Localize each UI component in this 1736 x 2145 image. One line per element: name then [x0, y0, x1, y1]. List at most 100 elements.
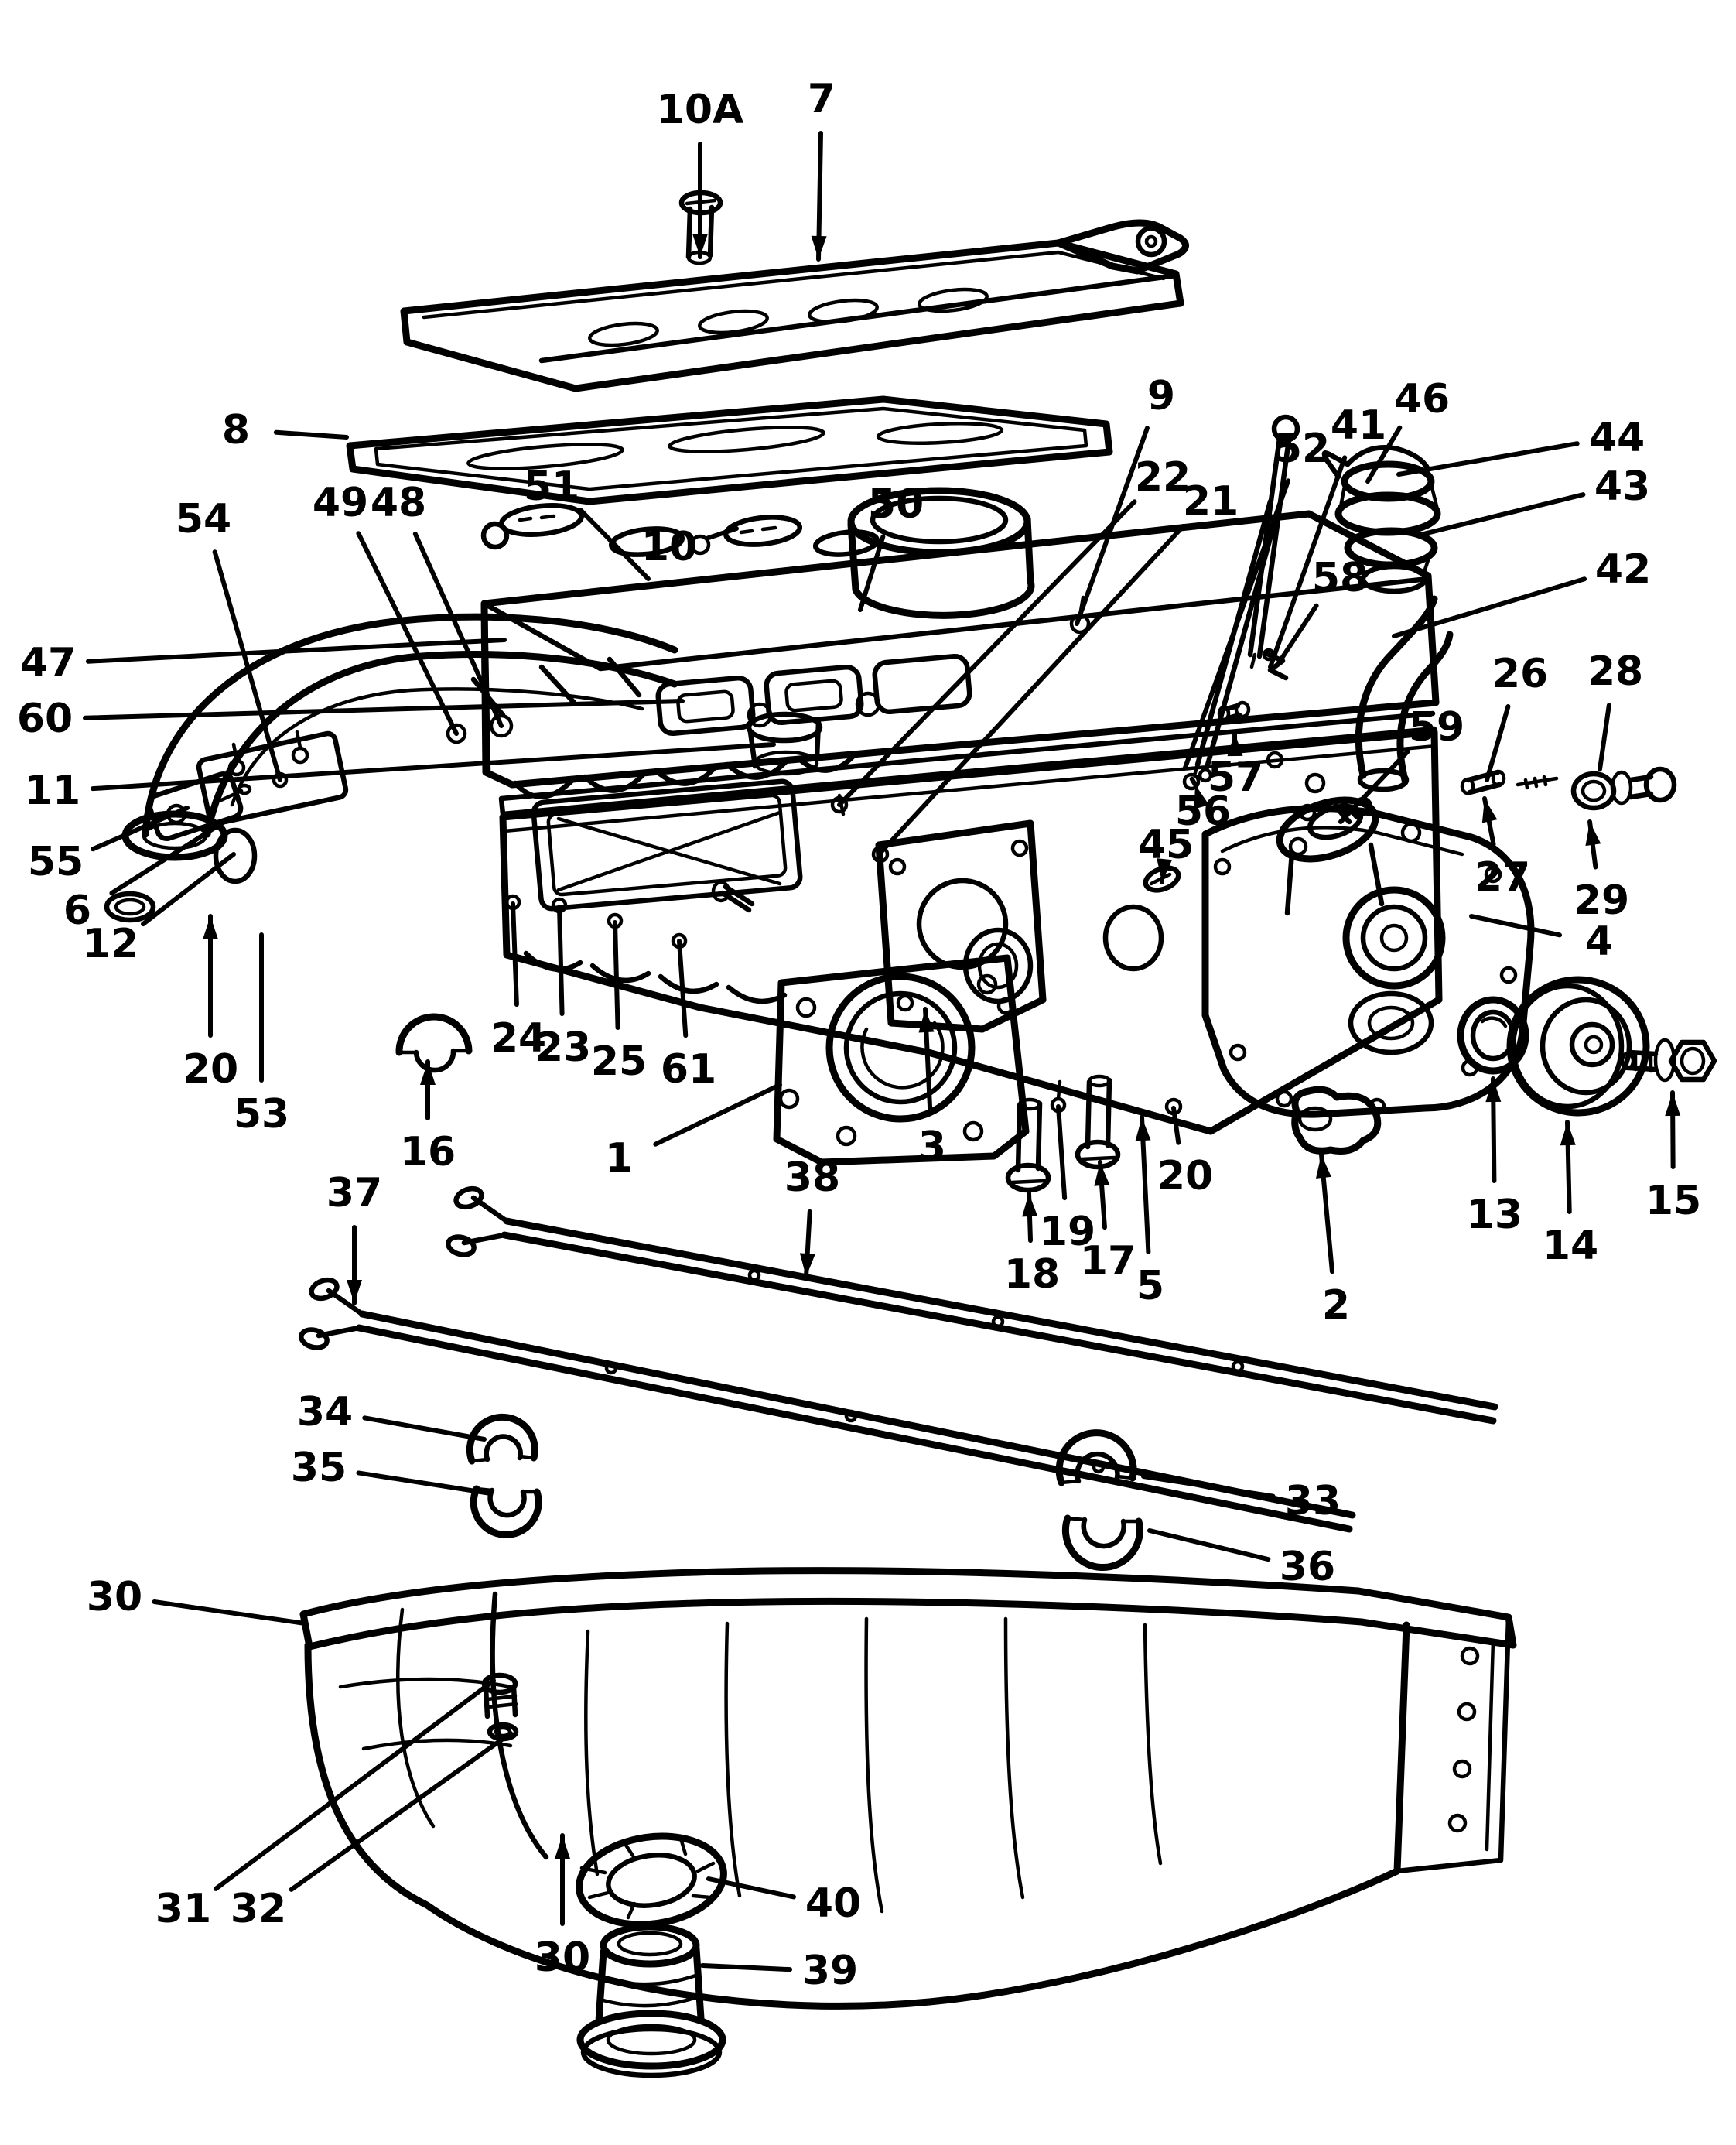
callout-label-6-32: 6	[63, 888, 91, 934]
left-fittings-part	[104, 771, 258, 923]
callout-arrowhead-2-49	[1315, 1155, 1331, 1179]
callout-label-52-12: 52	[1274, 426, 1330, 472]
callout-arrowhead-29-26	[1585, 822, 1601, 847]
callout-arrowhead-7-1	[811, 235, 827, 259]
callout-leader-30-58	[152, 1599, 307, 1626]
valve-cover-part	[400, 219, 1189, 392]
callout-leader-49-3	[356, 531, 459, 736]
callout-leader-58-15	[1276, 603, 1319, 666]
callout-leader-22-10	[837, 499, 1137, 807]
backing-plate-part	[875, 819, 1047, 1033]
plug-part	[1291, 1086, 1382, 1155]
callout-leader-56-23	[1189, 776, 1198, 787]
callout-label-31-59: 31	[155, 1886, 211, 1932]
callout-arrowhead-38-42	[799, 1253, 815, 1277]
callout-label-23-38: 23	[535, 1025, 591, 1071]
callout-leader-46-14	[1365, 425, 1403, 484]
callout-arrowhead-20-34	[203, 916, 218, 939]
callout-leader-26-19	[1485, 703, 1511, 782]
artwork	[104, 190, 1717, 2078]
rear-seal-part	[1055, 1429, 1143, 1572]
callout-leader-31-59	[213, 1678, 496, 1891]
callout-label-28-20: 28	[1587, 648, 1643, 695]
callout-label-4-27: 4	[1585, 919, 1613, 965]
callout-leader-59-21	[1338, 748, 1410, 824]
callout-leader-44-16	[1396, 441, 1580, 477]
callout-leader-41-13	[1268, 455, 1348, 669]
callout-label-12-33: 12	[83, 921, 138, 967]
callout-label-57-22: 57	[1208, 754, 1263, 801]
callout-label-50-7: 50	[868, 481, 924, 528]
oil-pan-part	[299, 1567, 1517, 2010]
callout-arrowhead-57-22	[1227, 733, 1243, 757]
callout-leader-10-6	[706, 526, 739, 541]
callout-leader-11-30	[90, 742, 776, 792]
callout-arrowhead-15-52	[1665, 1093, 1681, 1117]
callout-leader-33-56	[1141, 1474, 1276, 1499]
callout-leader-50-7	[858, 534, 886, 612]
drain-gasket-part	[576, 1832, 727, 1928]
callout-label-5-47: 5	[1136, 1263, 1164, 1309]
callout-leader-21-11	[878, 524, 1186, 855]
callout-leader-6-32	[109, 816, 231, 896]
callout-label-51-5: 51	[524, 464, 579, 510]
callout-leader-28-20	[1598, 703, 1611, 771]
callout-label-60-29: 60	[17, 696, 73, 742]
callout-leader-52-12	[1183, 478, 1291, 770]
callout-leader-43-17	[1415, 492, 1586, 538]
callout-leader-23-38	[557, 905, 565, 1017]
callout-arrowhead-18-44	[1022, 1193, 1038, 1217]
callout-arrowhead-16-36	[420, 1062, 436, 1085]
callout-label-7-1: 7	[808, 76, 836, 122]
callout-label-54-8: 54	[176, 496, 231, 542]
callout-label-39-63: 39	[802, 1948, 858, 1994]
callout-label-24-37: 24	[490, 1015, 546, 1062]
callout-leader-20-48	[1171, 1106, 1181, 1145]
callout-label-20-48: 20	[1157, 1153, 1213, 1199]
callout-leader-35-55	[356, 1470, 493, 1496]
front-plate-part	[773, 954, 1030, 1166]
callout-label-19-45: 19	[1040, 1209, 1095, 1255]
head-gasket-part	[498, 710, 1437, 817]
callout-label-8-2: 8	[222, 407, 250, 453]
callout-label-45-24: 45	[1138, 822, 1194, 868]
callout-label-46-14: 46	[1394, 376, 1450, 422]
callout-leader-4-27	[1469, 914, 1563, 938]
callout-arrowhead-27-25	[1481, 799, 1498, 823]
callout-label-27-25: 27	[1475, 854, 1530, 901]
water-outlet-part	[746, 711, 823, 776]
callout-label-10-6: 10	[641, 524, 697, 570]
callout-label-49-3: 49	[313, 480, 368, 526]
callout-arrowhead-56-23	[1194, 785, 1209, 809]
callout-arrowhead-10A-0	[692, 234, 708, 257]
callout-label-37-53: 37	[326, 1170, 382, 1216]
callout-leader-40-61	[706, 1876, 796, 1900]
callout-label-15-52: 15	[1645, 1178, 1701, 1224]
callout-label-26-19: 26	[1492, 651, 1548, 697]
drain-plug-part	[576, 1923, 726, 2078]
callout-label-56-23: 56	[1175, 789, 1231, 835]
small-fasteners-part	[1143, 700, 1360, 893]
callout-label-13-50: 13	[1467, 1192, 1522, 1238]
callout-label-35-55: 35	[291, 1445, 347, 1491]
callout-leader-25-39	[613, 920, 620, 1031]
filler-tube-part	[1321, 444, 1454, 792]
callout-label-43-17: 43	[1594, 464, 1650, 510]
callout-label-14-51: 14	[1543, 1223, 1598, 1269]
callout-label-44-16: 44	[1589, 415, 1645, 461]
callout-leader-36-57	[1147, 1528, 1271, 1562]
callout-leader-48-4	[412, 531, 504, 728]
callout-leader-8-2	[273, 429, 349, 440]
callout-arrowhead-5-47	[1135, 1117, 1151, 1141]
callout-leader-34-54	[362, 1415, 487, 1442]
callout-label-48-4: 48	[371, 480, 426, 526]
callout-arrowhead-30-62	[555, 1835, 570, 1859]
dowel-and-bolt-part	[1460, 766, 1677, 811]
callout-arrowhead-37-53	[347, 1280, 362, 1303]
callout-label-21-11: 21	[1183, 478, 1239, 525]
callout-label-36-57: 36	[1280, 1544, 1335, 1590]
callout-label-41-13: 41	[1331, 402, 1386, 449]
callout-leader-24-37	[511, 901, 519, 1008]
